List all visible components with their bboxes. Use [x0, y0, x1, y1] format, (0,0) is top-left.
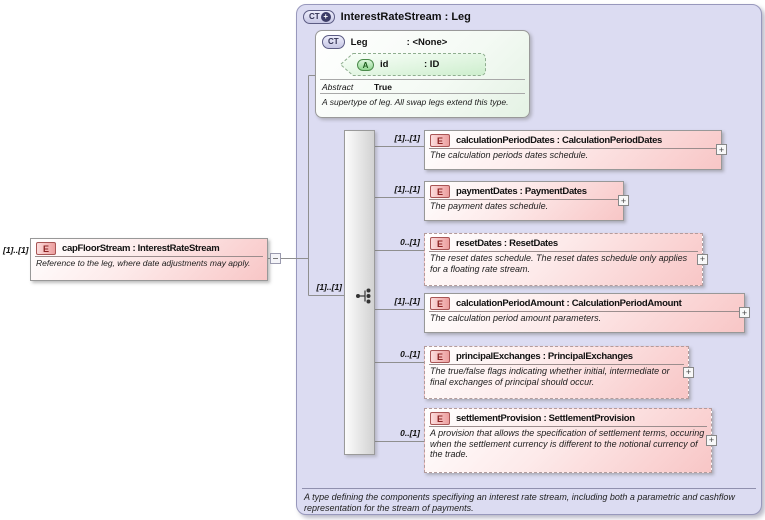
base-type-Leg[interactable]: CT Leg : <None> A id : ID Abst [315, 30, 530, 118]
divider [429, 364, 684, 365]
element-title: paymentDates : PaymentDates [456, 185, 587, 197]
divider [429, 251, 698, 252]
divider [35, 256, 263, 257]
element-header: E principalExchanges : PrincipalExchange… [425, 347, 688, 364]
expand-button[interactable]: + [697, 253, 708, 265]
element-annotation: The true/false flags indicating whether … [430, 366, 670, 387]
expand-button[interactable]: + [716, 144, 727, 155]
cardinality-label: [1]..[1] [394, 133, 421, 143]
expand-button[interactable]: + [683, 366, 694, 378]
element-icon: E [430, 411, 450, 425]
element-resetDates[interactable]: E resetDates : ResetDates The reset date… [424, 233, 708, 286]
complex-type-plus-icon: CT+ [303, 10, 335, 24]
element-principalExchanges[interactable]: E principalExchanges : PrincipalExchange… [424, 346, 694, 399]
complex-type-icon: CT [322, 35, 345, 49]
container-annotation-divider [302, 488, 756, 489]
element-header: E capFloorStream : InterestRateStream [31, 239, 267, 256]
cardinality-label: [1]..[1] [394, 184, 421, 194]
element-icon: E [430, 349, 450, 363]
cardinality-label: [1]..[1] [394, 296, 421, 306]
base-type-name: Leg [350, 36, 368, 48]
complex-type-annotation: A type defining the components specifiyi… [304, 492, 735, 513]
element-icon: E [430, 296, 450, 310]
element-calculationPeriodAmount[interactable]: E calculationPeriodAmount : CalculationP… [424, 293, 750, 333]
cardinality-label: 0..[1] [400, 237, 420, 247]
sequence-icon [356, 288, 371, 304]
sequence-compositor-bar[interactable] [344, 130, 375, 455]
divider [429, 199, 619, 200]
divider [429, 311, 740, 312]
element-annotation: The calculation period amount parameters… [430, 313, 602, 323]
element-title: settlementProvision : SettlementProvisio… [456, 412, 635, 424]
complex-type-title: InterestRateStream : Leg [340, 11, 471, 23]
element-title: resetDates : ResetDates [456, 237, 558, 249]
element-annotation: A provision that allows the specificatio… [430, 428, 705, 459]
element-icon: E [430, 236, 450, 250]
element-title: capFloorStream : InterestRateStream [62, 242, 220, 254]
abstract-value: True [374, 82, 392, 92]
attribute-content: A id : ID [340, 53, 486, 76]
attribute-arrow-shape [340, 53, 486, 76]
expand-button[interactable]: + [706, 434, 717, 446]
element-header: E settlementProvision : SettlementProvis… [425, 409, 711, 426]
element-icon: E [36, 241, 56, 255]
element-header: E calculationPeriodAmount : CalculationP… [425, 294, 744, 311]
divider [429, 148, 717, 149]
element-annotation: The reset dates schedule. The reset date… [430, 253, 688, 274]
cardinality-label: [1]..[1] [3, 245, 29, 255]
element-icon: E [430, 184, 450, 198]
element-icon: E [430, 133, 450, 147]
base-type-type: : <None> [406, 36, 448, 48]
attribute-icon: A [357, 58, 374, 71]
element-title: principalExchanges : PrincipalExchanges [456, 350, 633, 362]
element-capFloorStream[interactable]: E capFloorStream : InterestRateStream Re… [30, 238, 268, 281]
element-calculationPeriodDates[interactable]: E calculationPeriodDates : CalculationPe… [424, 130, 727, 170]
attribute-type: : ID [424, 59, 440, 70]
attribute-name: id [380, 59, 389, 70]
element-annotation: The calculation periods dates schedule. [430, 150, 589, 160]
complex-type-header: CT+ InterestRateStream : Leg [303, 10, 471, 24]
element-annotation: The payment dates schedule. [430, 201, 549, 211]
abstract-property-row: Abstract True [316, 81, 529, 92]
ct-badge-text: CT [309, 12, 320, 21]
element-title: calculationPeriodAmount : CalculationPer… [456, 297, 682, 309]
plus-circle-icon: + [320, 12, 331, 22]
element-header: E resetDates : ResetDates [425, 234, 702, 251]
collapse-toggle[interactable] [270, 253, 281, 264]
element-settlementProvision[interactable]: E settlementProvision : SettlementProvis… [424, 408, 717, 473]
abstract-label: Abstract [322, 82, 354, 92]
cardinality-label: 0..[1] [400, 349, 420, 359]
element-title: calculationPeriodDates : CalculationPeri… [456, 134, 663, 146]
divider [320, 93, 525, 94]
element-annotation: Reference to the leg, where date adjustm… [36, 258, 251, 268]
element-header: E paymentDates : PaymentDates [425, 182, 623, 199]
base-type-annotation: A supertype of leg. All swap legs extend… [322, 97, 509, 107]
divider [429, 426, 707, 427]
expand-button[interactable]: + [739, 307, 750, 318]
divider [320, 79, 525, 80]
expand-button[interactable]: + [618, 195, 629, 206]
cardinality-label: [1]..[1] [316, 282, 343, 292]
cardinality-label: 0..[1] [400, 428, 420, 438]
element-header: E calculationPeriodDates : CalculationPe… [425, 131, 721, 148]
attribute-id[interactable]: A id : ID [340, 53, 486, 76]
base-type-header: CT Leg : <None> [316, 31, 529, 51]
element-paymentDates[interactable]: E paymentDates : PaymentDates The paymen… [424, 181, 629, 221]
